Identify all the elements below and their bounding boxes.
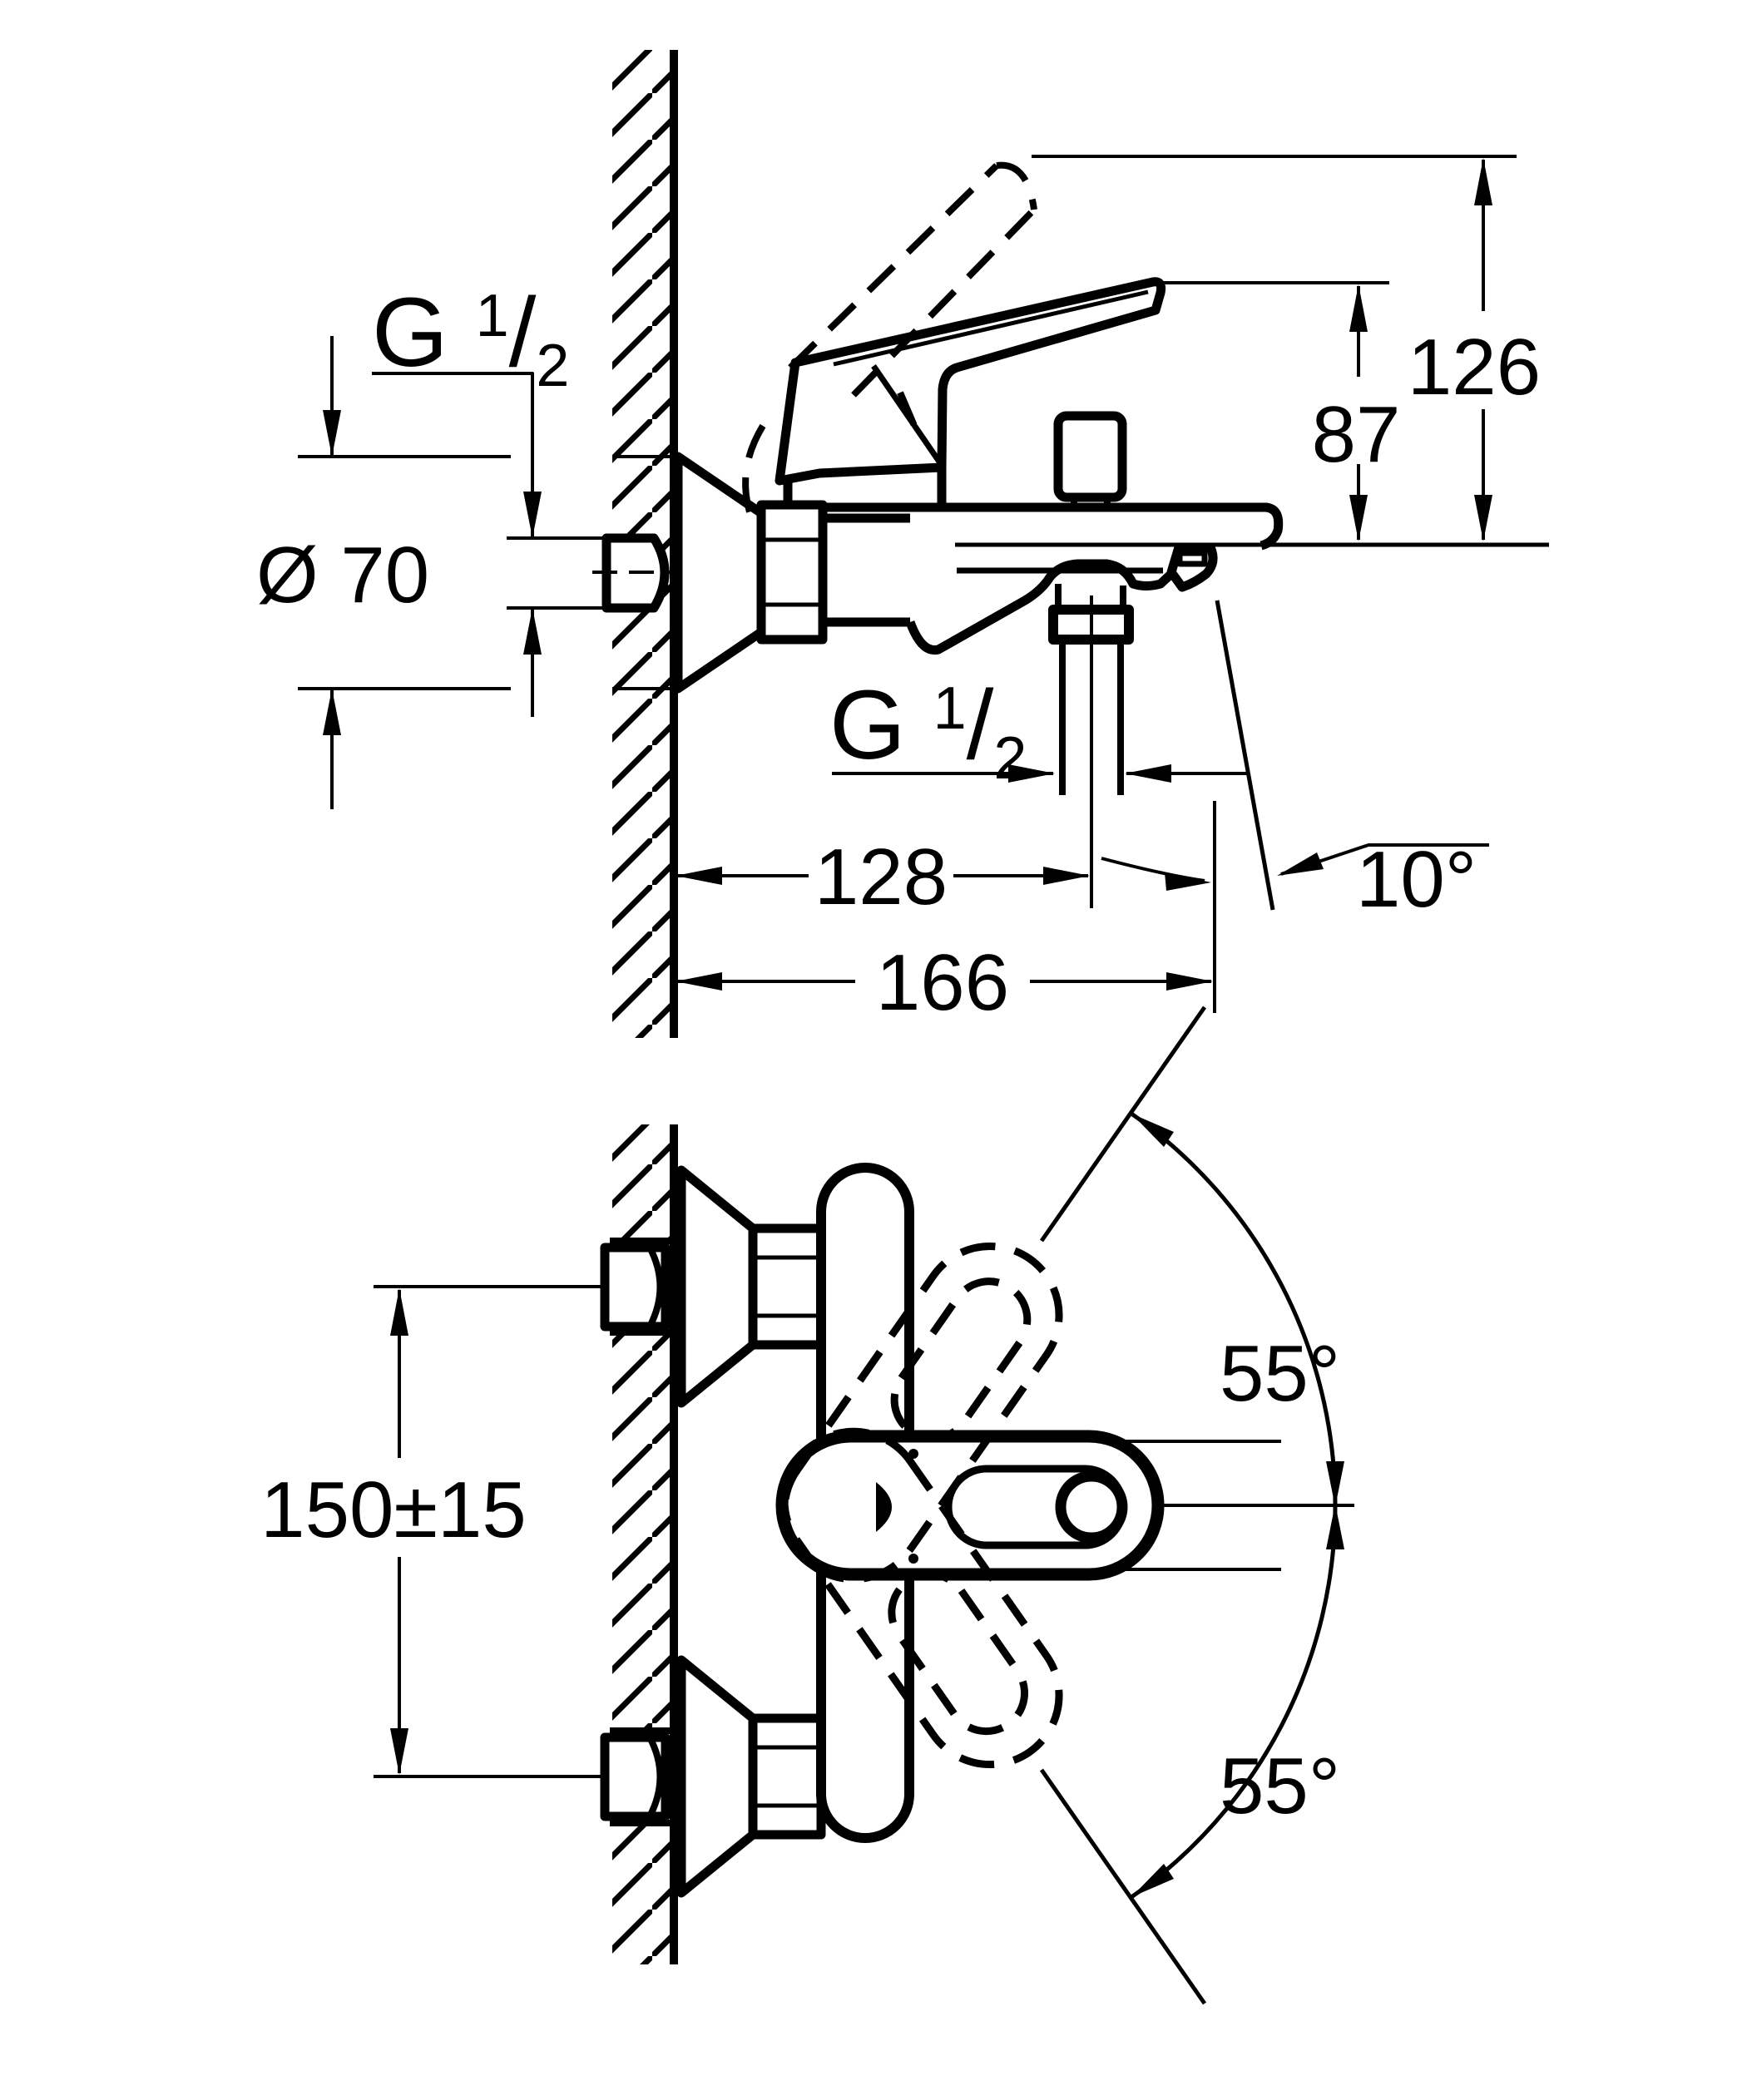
lever-open-ghost — [742, 161, 1037, 519]
dim-overall-projection: 166 — [676, 801, 1216, 1027]
spout-underside — [905, 559, 1175, 655]
spout-projection-label: 128 — [814, 833, 948, 922]
top-connection — [600, 1165, 826, 1408]
dim-spout-angle: 10° — [1101, 600, 1489, 924]
logo-mark — [876, 1482, 892, 1532]
height-open-label: 126 — [1408, 323, 1541, 412]
inlet-thread-label: G 1/2 — [372, 278, 569, 399]
height-closed-label: 87 — [1312, 390, 1401, 479]
flange-diameter-label: Ø 70 — [256, 531, 429, 620]
dim-outlet-thread: G 1/2 — [829, 670, 1248, 792]
dim-flange-diameter: Ø 70 — [256, 336, 674, 809]
lever-ghost-down — [780, 1427, 1063, 1769]
dim-swing-upper: 55° — [1039, 1006, 1354, 1571]
lever-handle-side — [775, 277, 1166, 486]
union-hex-nut — [756, 500, 828, 645]
dim-spout-projection: 128 — [676, 833, 1090, 922]
bottom-connection — [600, 1655, 826, 1898]
swing-lower-label: 55° — [1220, 1742, 1340, 1831]
outlet-thread-label: G 1/2 — [829, 670, 1027, 792]
handle-end-cap — [1055, 1470, 1128, 1544]
dim-inlet-thread: G 1/2 — [372, 278, 606, 717]
connection-spacing-label: 150±15 — [260, 1465, 527, 1554]
body-top-edge — [823, 502, 1284, 551]
spout-angle-label: 10° — [1356, 835, 1477, 924]
dim-connection-spacing: 150±15 — [260, 1285, 605, 1778]
aerator — [1176, 550, 1208, 567]
union-pipe — [823, 513, 910, 627]
side-view: G 1/2 Ø 70 87 126 — [256, 50, 1549, 1038]
pivot-dot-bottom — [908, 1554, 918, 1564]
dim-swing-lower: 55° — [1039, 1504, 1344, 2005]
overall-projection-label: 166 — [876, 938, 1009, 1027]
dim-height-open: 126 — [1032, 155, 1541, 541]
swing-upper-label: 55° — [1220, 1329, 1340, 1418]
front-view: 150±15 55° 55° — [260, 1006, 1354, 2005]
lever-handle-front — [775, 1430, 1165, 1581]
dim-height-closed: 87 — [1163, 281, 1401, 541]
shower-outlet-pipe — [1048, 584, 1134, 908]
diverter-knob — [1053, 411, 1127, 508]
